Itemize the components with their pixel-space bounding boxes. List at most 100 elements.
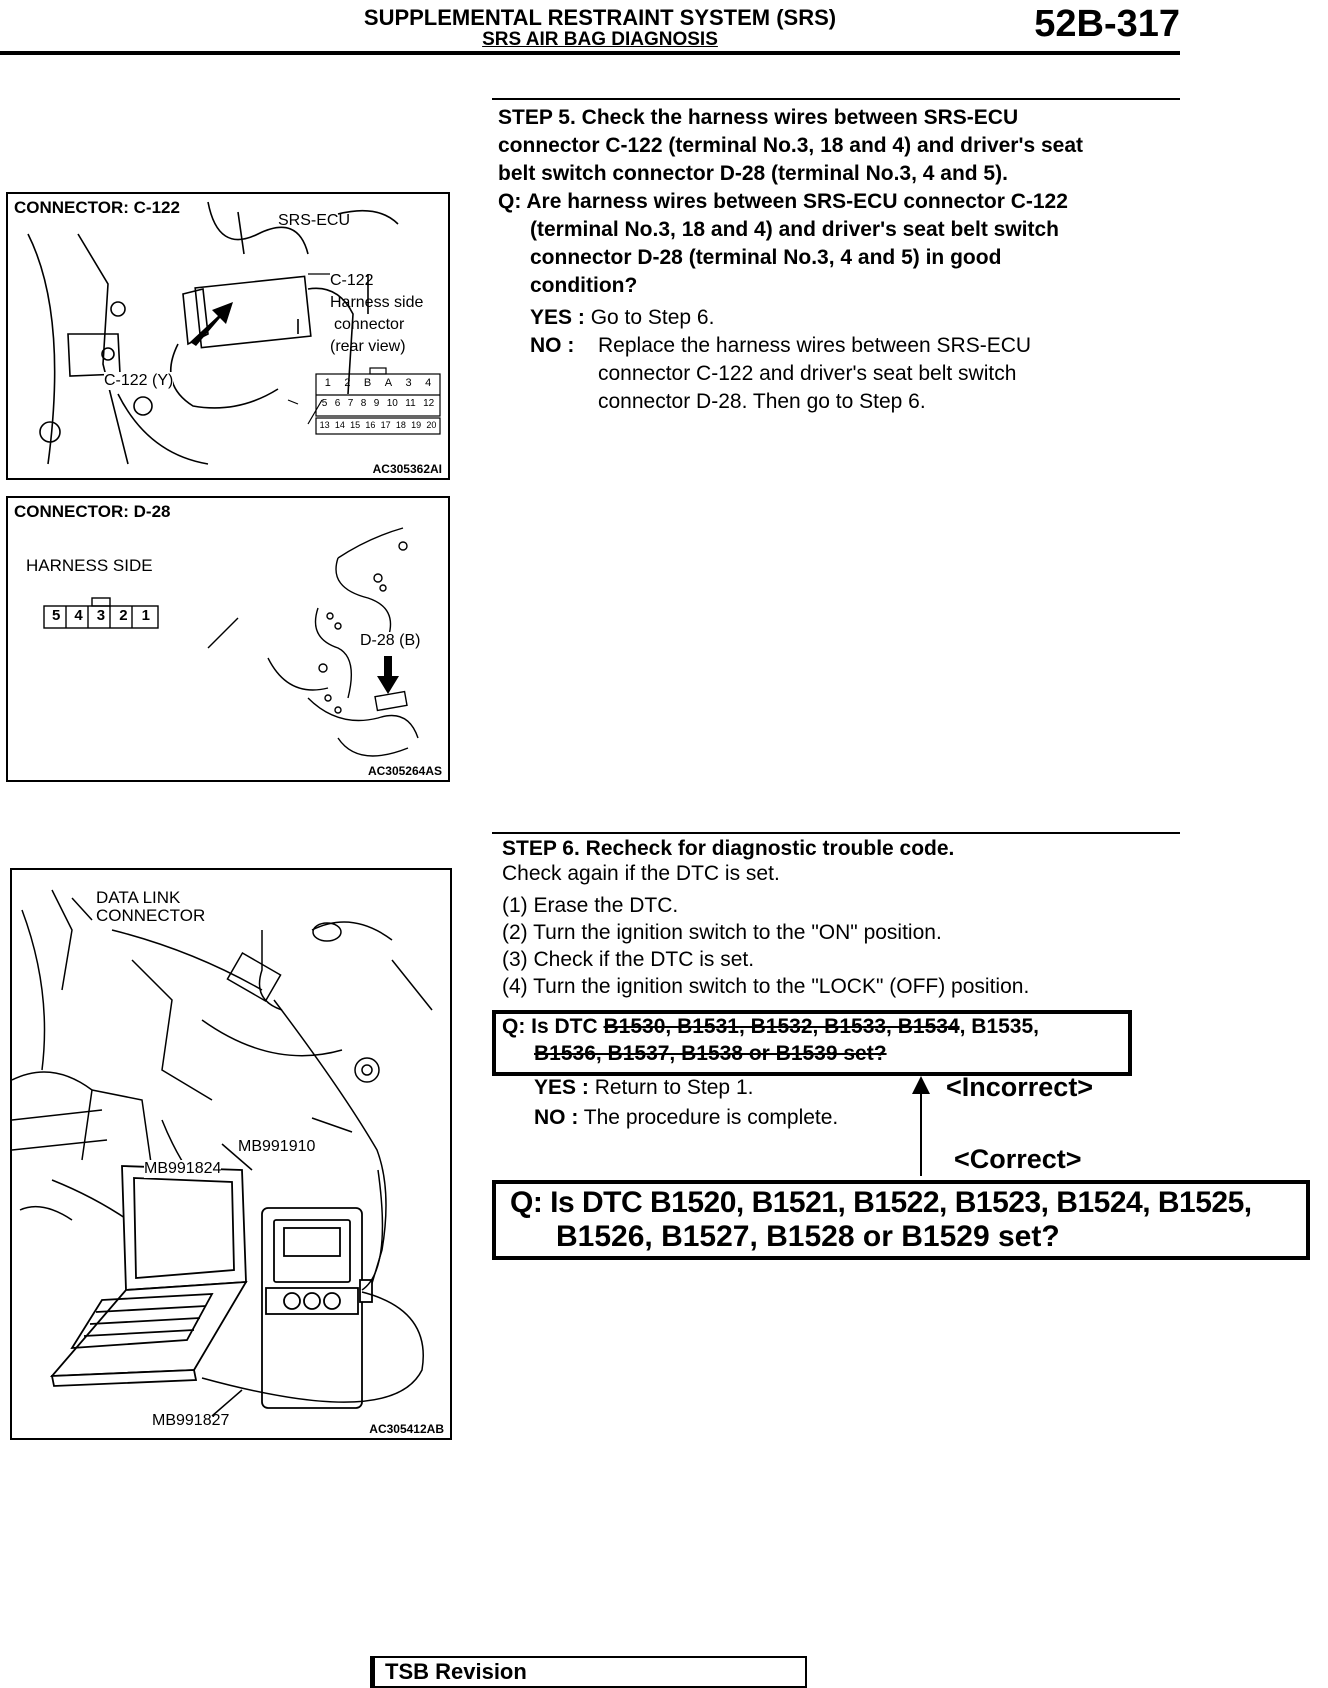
d28-illustration [43, 527, 419, 757]
step6-item-4: (4) Turn the ignition switch to the "LOC… [502, 975, 1030, 998]
step6-yes-label: YES : [534, 1076, 589, 1099]
c122-pin-diagram [315, 367, 441, 435]
step6-no-label: NO : [534, 1106, 579, 1129]
arrow-up-icon [912, 1076, 930, 1094]
pin: 2 [119, 607, 128, 624]
old-question-box [492, 1010, 1132, 1076]
old-question-line2: B1536, B1537, B1538 or B1539 set? [534, 1042, 887, 1065]
step6-yes-text: Return to Step 1. [594, 1076, 754, 1099]
data-link-figure-code: AC305412AB [369, 1422, 444, 1436]
pin: 1 [141, 607, 150, 624]
callout-data-link: DATA LINK [96, 888, 181, 907]
pin: 5 [52, 607, 61, 624]
step5-no-line1: Replace the harness wires between SRS-EC… [598, 334, 1032, 357]
step5-yes-text: Go to Step 6. [590, 306, 715, 329]
new-question-line1: Q: Is DTC B1520, B1521, B1522, B1523, B1… [510, 1186, 1252, 1219]
step6-item-2: (2) Turn the ignition switch to the "ON"… [502, 921, 942, 944]
step6-intro: Check again if the DTC is set. [502, 862, 780, 885]
d28-figure-code: AC305264AS [367, 764, 442, 778]
c122-label: CONNECTOR: C-122 [14, 198, 184, 218]
figure-data-link: DATA LINK CONNECTOR MB991910 MB991824 MB… [10, 868, 452, 1440]
step6-rule [492, 832, 1180, 834]
page-number: 52B-317 [1034, 3, 1180, 45]
step6-item-3: (3) Check if the DTC is set. [502, 948, 755, 971]
callout-c122: C-122 [330, 272, 374, 289]
old-question-struck-codes: B1530, B1531, B1532, B1533, B1534 [603, 1015, 960, 1038]
pin: 16 [365, 420, 376, 430]
callout-mb991910: MB991910 [238, 1138, 316, 1156]
figure-connector-c122: CONNECTOR: C-122 SRS-ECU C-122 Harness s… [6, 192, 450, 480]
step5-question-line4: condition? [530, 274, 638, 297]
pin: 10 [386, 398, 398, 409]
pin: 6 [334, 398, 341, 409]
d28-label: CONNECTOR: D-28 [14, 502, 171, 521]
pin: 14 [334, 420, 345, 430]
step6-yes-row: YES : Return to Step 1. [534, 1074, 753, 1102]
step5-heading-line1: STEP 5. Check the harness wires between … [498, 106, 1019, 129]
step5-question-line1: Q: Are harness wires between SRS-ECU con… [498, 190, 1068, 213]
pin: 4 [74, 607, 83, 624]
header-title: SUPPLEMENTAL RESTRAINT SYSTEM (SRS) [363, 5, 837, 30]
step5-rule [492, 98, 1180, 100]
correction-arrow [912, 1076, 930, 1176]
old-question-line1: Q: Is DTC B1530, B1531, B1532, B1533, B1… [502, 1013, 1039, 1041]
tsb-revision-label: TSB Revision [385, 1659, 527, 1684]
c122-pin-row-2: 5 6 7 8 9 10 11 12 [318, 398, 438, 409]
callout-connector-dl: CONNECTOR [96, 906, 206, 925]
step6-section: STEP 6. Recheck for diagnostic trouble c… [502, 836, 1182, 1000]
pin: 3 [96, 607, 106, 624]
c122-figure-code: AC305362AI [372, 462, 442, 476]
pin: 8 [360, 398, 367, 409]
pin: 11 [405, 398, 416, 409]
step5-no-line3: connector D-28. Then go to Step 6. [598, 390, 926, 413]
pin: 19 [411, 420, 422, 430]
pin: 15 [350, 420, 361, 430]
step5-no-label: NO : [530, 334, 575, 357]
pin: 20 [426, 420, 437, 430]
callout-mb991827: MB991827 [152, 1412, 230, 1429]
pin: B [363, 377, 372, 389]
d28-pin-diagram [43, 597, 159, 629]
laptop-icon [49, 1165, 248, 1387]
step5-yes-row: YES : Go to Step 6. [498, 304, 1178, 332]
pin: 17 [380, 420, 391, 430]
old-question-rest: , B1535, [959, 1015, 1039, 1038]
pin: A [384, 377, 393, 389]
step5-question-line3: connector D-28 (terminal No.3, 4 and 5) … [530, 246, 1002, 269]
data-link-illustration [12, 889, 433, 1417]
pin: 2 [344, 377, 351, 389]
step6-item-1: (1) Erase the DTC. [502, 894, 679, 917]
callout-mb991824: MB991824 [144, 1160, 222, 1178]
callout-connector: connector [334, 316, 405, 333]
step6-no-row: NO : The procedure is complete. [534, 1104, 838, 1132]
callout-srs-ecu: SRS-ECU [278, 212, 351, 229]
old-question-prefix: Q: Is DTC [502, 1015, 604, 1038]
figure-connector-d28: CONNECTOR: D-28 HARNESS SIDE 5 4 3 2 1 D… [6, 496, 450, 782]
incorrect-label: <Incorrect> [946, 1072, 1094, 1102]
callout-d28-b: D-28 (B) [360, 632, 421, 650]
pin: 3 [405, 377, 412, 389]
callout-c122-y: C-122 (Y) [104, 372, 174, 390]
step6-heading: STEP 6. Recheck for diagnostic trouble c… [502, 837, 955, 860]
callout-harness-side: Harness side [330, 294, 424, 311]
step5-no-row: NO : Replace the harness wires between S… [498, 332, 1178, 416]
step5-heading-line2: connector C-122 (terminal No.3, 18 and 4… [498, 134, 1084, 157]
mb991824-device-icon [261, 1207, 373, 1409]
pin: 1 [324, 377, 331, 389]
step5-heading-line3: belt switch connector D-28 (terminal No.… [498, 162, 1008, 185]
new-question-line2: B1526, B1527, B1528 or B1529 set? [556, 1220, 1060, 1253]
pin: 4 [425, 377, 432, 389]
pin: 13 [319, 420, 330, 430]
pin: 7 [347, 398, 354, 409]
d28-harness-side: HARNESS SIDE [26, 556, 153, 575]
header-subtitle: SRS AIR BAG DIAGNOSIS [482, 29, 718, 50]
step6-no-text: The procedure is complete. [583, 1106, 839, 1129]
header-rule [0, 51, 1180, 55]
pin: 5 [321, 398, 328, 409]
callout-rear-view: (rear view) [330, 338, 406, 355]
correct-label: <Correct> [954, 1144, 1082, 1174]
step5-yes-label: YES : [530, 306, 585, 329]
step5-question-line2: (terminal No.3, 18 and 4) and driver's s… [530, 218, 1059, 241]
step5-no-line2: connector C-122 and driver's seat belt s… [598, 362, 1017, 385]
arrow-icon [190, 302, 233, 346]
